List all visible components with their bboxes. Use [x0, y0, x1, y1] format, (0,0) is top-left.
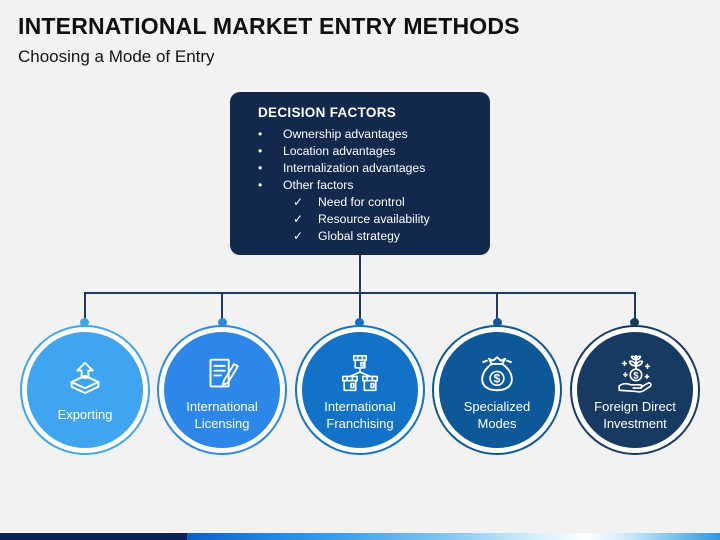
mode-circle-fill: Exporting [27, 332, 143, 448]
franchise-buildings-icon [337, 348, 383, 396]
connector-stem [359, 255, 361, 293]
investment-hand-plant-icon: $ [612, 348, 658, 396]
bottom-bar-navy-segment [0, 533, 187, 540]
bottom-bar-gradient-segment [187, 533, 720, 540]
decision-sub-bullet: ✓ Need for control [293, 194, 480, 211]
mode-circle-international-franchising: International Franchising [295, 325, 425, 455]
decision-sub-bullet: ✓ Resource availability [293, 211, 480, 228]
decision-bullet: • Ownership advantages [258, 126, 480, 143]
decision-bullet-label: Location advantages [283, 144, 396, 158]
decision-sub-bullet-label: Resource availability [318, 212, 430, 226]
connector-dot [218, 318, 227, 327]
decision-sub-bullet-label: Global strategy [318, 229, 400, 243]
decision-factors-box: DECISION FACTORS • Ownership advantages … [230, 92, 490, 255]
mode-circle-fill: $ Foreign Direct Investment [577, 332, 693, 448]
bullet-icon: • [258, 127, 263, 141]
mode-circle-fill: $ Specialized Modes [439, 332, 555, 448]
mode-circle-foreign-direct-investment: $ Foreign Direct Investment [570, 325, 700, 455]
connector-drop [359, 292, 361, 322]
checkmark-icon: ✓ [293, 195, 304, 209]
license-document-pencil-icon [199, 348, 245, 396]
connector-drop [221, 292, 223, 322]
bullet-icon: • [258, 161, 263, 175]
decision-sub-bullet-label: Need for control [318, 195, 405, 209]
bullet-icon: • [258, 144, 263, 158]
money-bag-icon: $ [474, 348, 520, 396]
mode-circle-fill: International Licensing [164, 332, 280, 448]
page-subtitle: Choosing a Mode of Entry [18, 47, 215, 66]
svg-text:$: $ [633, 371, 639, 382]
decision-bullet: • Other factors [258, 177, 480, 194]
connector-dot [355, 318, 364, 327]
checkmark-icon: ✓ [293, 229, 304, 243]
decision-bullet-label: Ownership advantages [283, 127, 408, 141]
mode-circle-international-licensing: International Licensing [157, 325, 287, 455]
mode-circle-specialized-modes: $ Specialized Modes [432, 325, 562, 455]
mode-label: Foreign Direct Investment [594, 399, 676, 431]
decision-bullet: • Internalization advantages [258, 160, 480, 177]
page-title: INTERNATIONAL MARKET ENTRY METHODS [18, 13, 520, 39]
decision-box-title: DECISION FACTORS [258, 105, 397, 120]
mode-circle-fill: International Franchising [302, 332, 418, 448]
connector-dot [493, 318, 502, 327]
connector-dot [80, 318, 89, 327]
connector-drop [496, 292, 498, 322]
decision-bullet-label: Internalization advantages [283, 161, 426, 175]
mode-label: International Licensing [186, 399, 258, 431]
decision-bullet-label: Other factors [283, 178, 354, 192]
connector-drop [84, 292, 86, 322]
mode-label: International Franchising [324, 399, 396, 431]
connector-dot [630, 318, 639, 327]
mode-label: Specialized Modes [463, 399, 531, 431]
mode-label: Exporting [57, 407, 113, 423]
svg-text:$: $ [494, 372, 501, 386]
connector-drop [634, 292, 636, 322]
export-box-arrow-icon [62, 356, 108, 404]
checkmark-icon: ✓ [293, 212, 304, 226]
mode-circle-exporting: Exporting [20, 325, 150, 455]
decision-sub-bullet: ✓ Global strategy [293, 228, 480, 245]
decision-bullet: • Location advantages [258, 143, 480, 160]
bullet-icon: • [258, 178, 263, 192]
